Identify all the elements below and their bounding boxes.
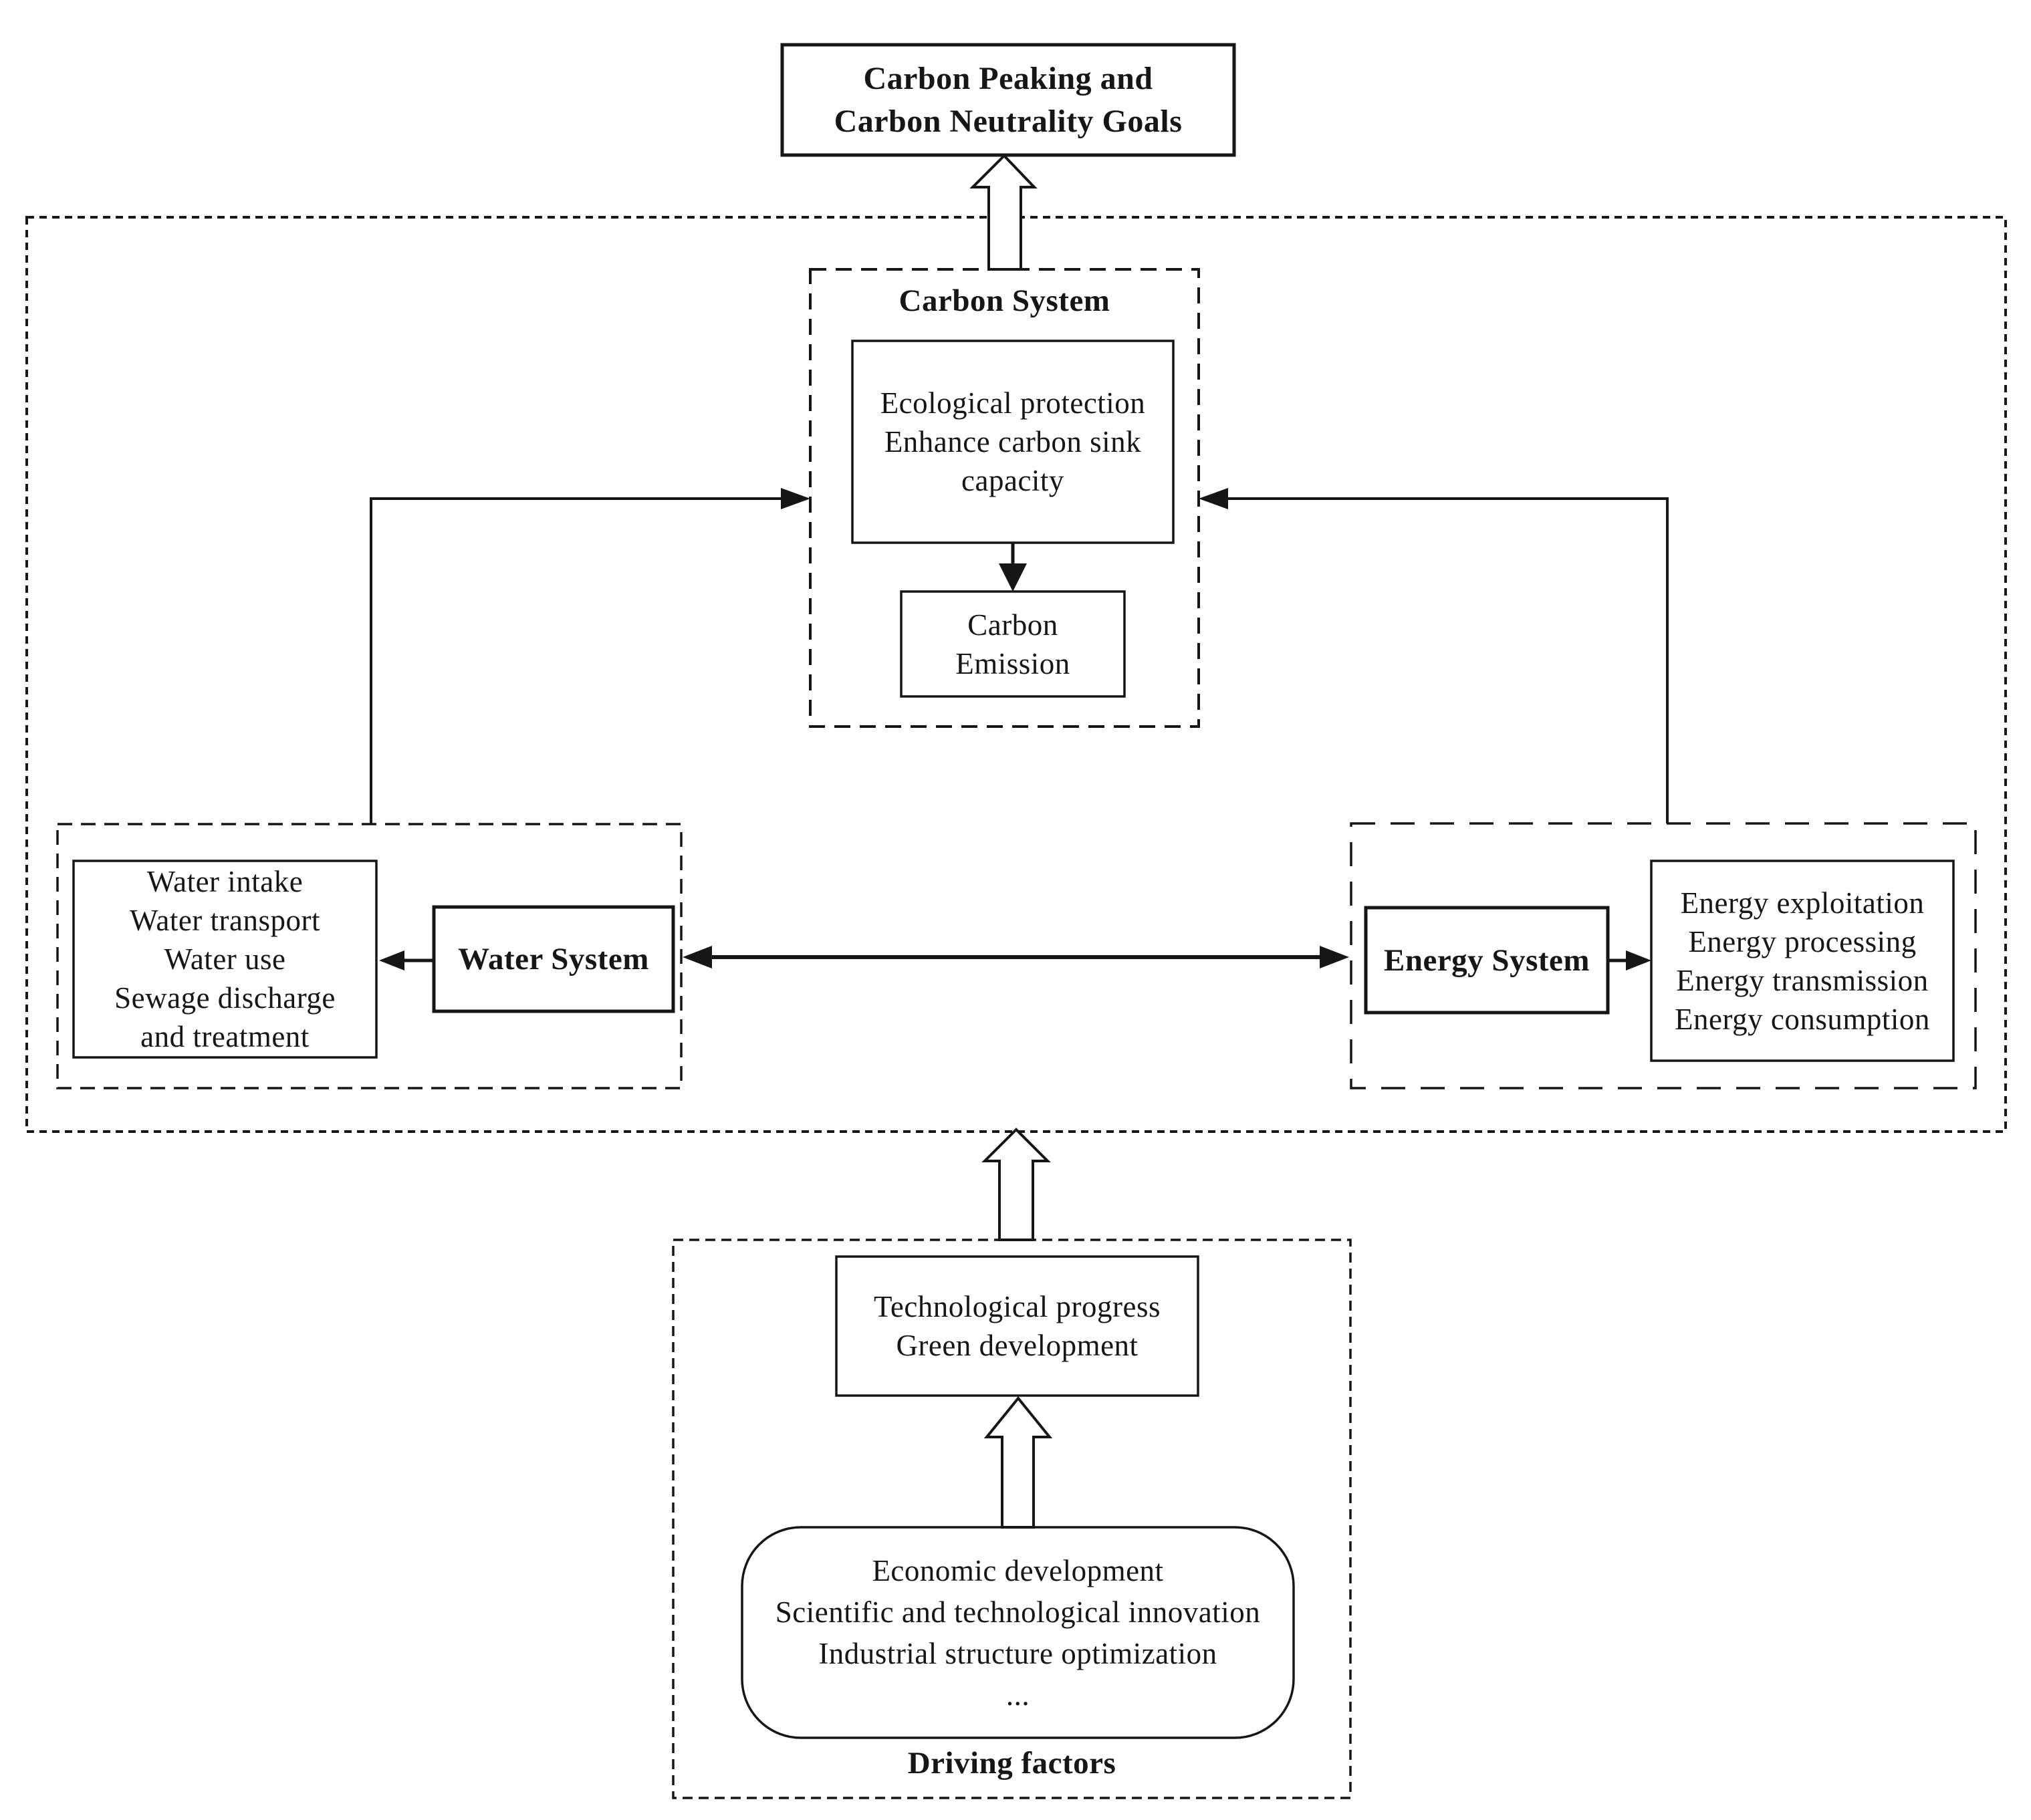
carbon-system-title: Carbon System [899, 283, 1110, 318]
energy-to-carbon-connector [1227, 497, 1669, 823]
goal-box [780, 43, 1236, 157]
energy-system-dashed-box [1350, 822, 1977, 1089]
outer-boundary-dashed-box [25, 216, 2007, 1133]
energy-detail-label: Energy exploitation Energy processing En… [1675, 886, 1930, 1036]
driving-factors-title: Driving factors [907, 1746, 1116, 1781]
water-to-carbon-connector [370, 497, 782, 824]
hollow-up-arrow-icon [983, 1396, 1053, 1529]
water-detail-label: Water intake Water transport Water use S… [114, 865, 336, 1053]
left-arrowhead-icon [1199, 488, 1228, 509]
drivers-rounded-label: Economic development Scientific and tech… [775, 1553, 1261, 1712]
hollow-up-arrow-icon [969, 154, 1038, 271]
technological-progress-box [835, 1255, 1199, 1397]
water-system-title: Water System [458, 942, 649, 977]
left-arrowhead-icon [683, 946, 712, 968]
technological-progress-label: Technological progress Green development [874, 1290, 1161, 1362]
carbon-emission-label: Carbon Emission [955, 608, 1070, 680]
energy-system-title: Energy System [1383, 942, 1590, 978]
carbon-system-dashed-box [809, 268, 1200, 728]
ecological-protection-label: Ecological protection Enhance carbon sin… [880, 386, 1146, 497]
right-arrowhead-icon [781, 488, 810, 509]
right-arrowhead-icon [1626, 950, 1651, 970]
right-arrowhead-icon [1320, 946, 1349, 968]
down-arrowhead-icon [999, 563, 1027, 592]
ecological-protection-box [851, 340, 1175, 544]
goal-box-label: Carbon Peaking and Carbon Neutrality Goa… [834, 60, 1183, 139]
water-detail-box [72, 860, 378, 1059]
water-system-dashed-box [56, 823, 683, 1089]
hollow-up-arrow-icon [981, 1128, 1051, 1241]
left-arrowhead-icon [379, 950, 404, 970]
energy-system-box [1364, 906, 1610, 1015]
energy-detail-box [1650, 860, 1955, 1062]
